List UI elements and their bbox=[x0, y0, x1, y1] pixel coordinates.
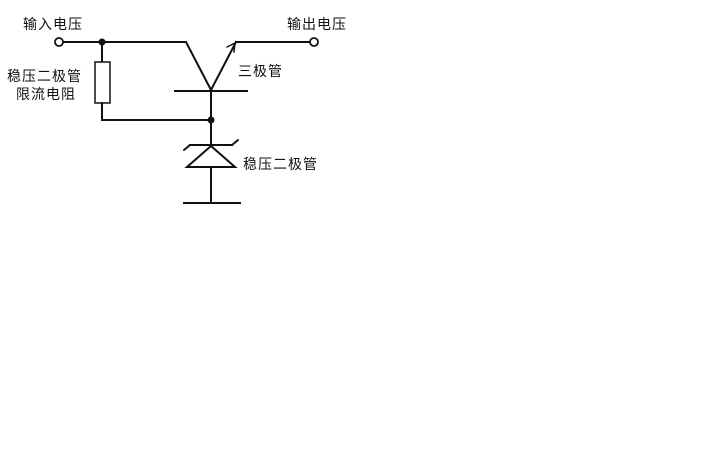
input-voltage-label: 输入电压 bbox=[23, 17, 83, 33]
resistor-bottom-wire bbox=[101, 102, 212, 121]
zener-tail-left bbox=[183, 144, 191, 151]
output-voltage-label: 输出电压 bbox=[287, 17, 347, 33]
zener-tail-right bbox=[231, 139, 239, 146]
input-terminal bbox=[54, 37, 64, 47]
emitter-lead bbox=[209, 40, 238, 92]
resistor-label-line2: 限流电阻 bbox=[16, 87, 76, 103]
zener-triangle bbox=[184, 144, 238, 168]
zener-diode-symbol bbox=[183, 139, 239, 168]
transistor-symbol bbox=[174, 40, 248, 92]
collector-lead bbox=[184, 40, 213, 92]
junction-dot-base bbox=[207, 116, 215, 124]
resistor-label-line1: 稳压二极管 bbox=[7, 69, 82, 85]
limit-resistor bbox=[94, 61, 111, 104]
output-terminal bbox=[309, 37, 319, 47]
zener-label: 稳压二极管 bbox=[243, 157, 318, 173]
transistor-label: 三极管 bbox=[238, 64, 283, 80]
